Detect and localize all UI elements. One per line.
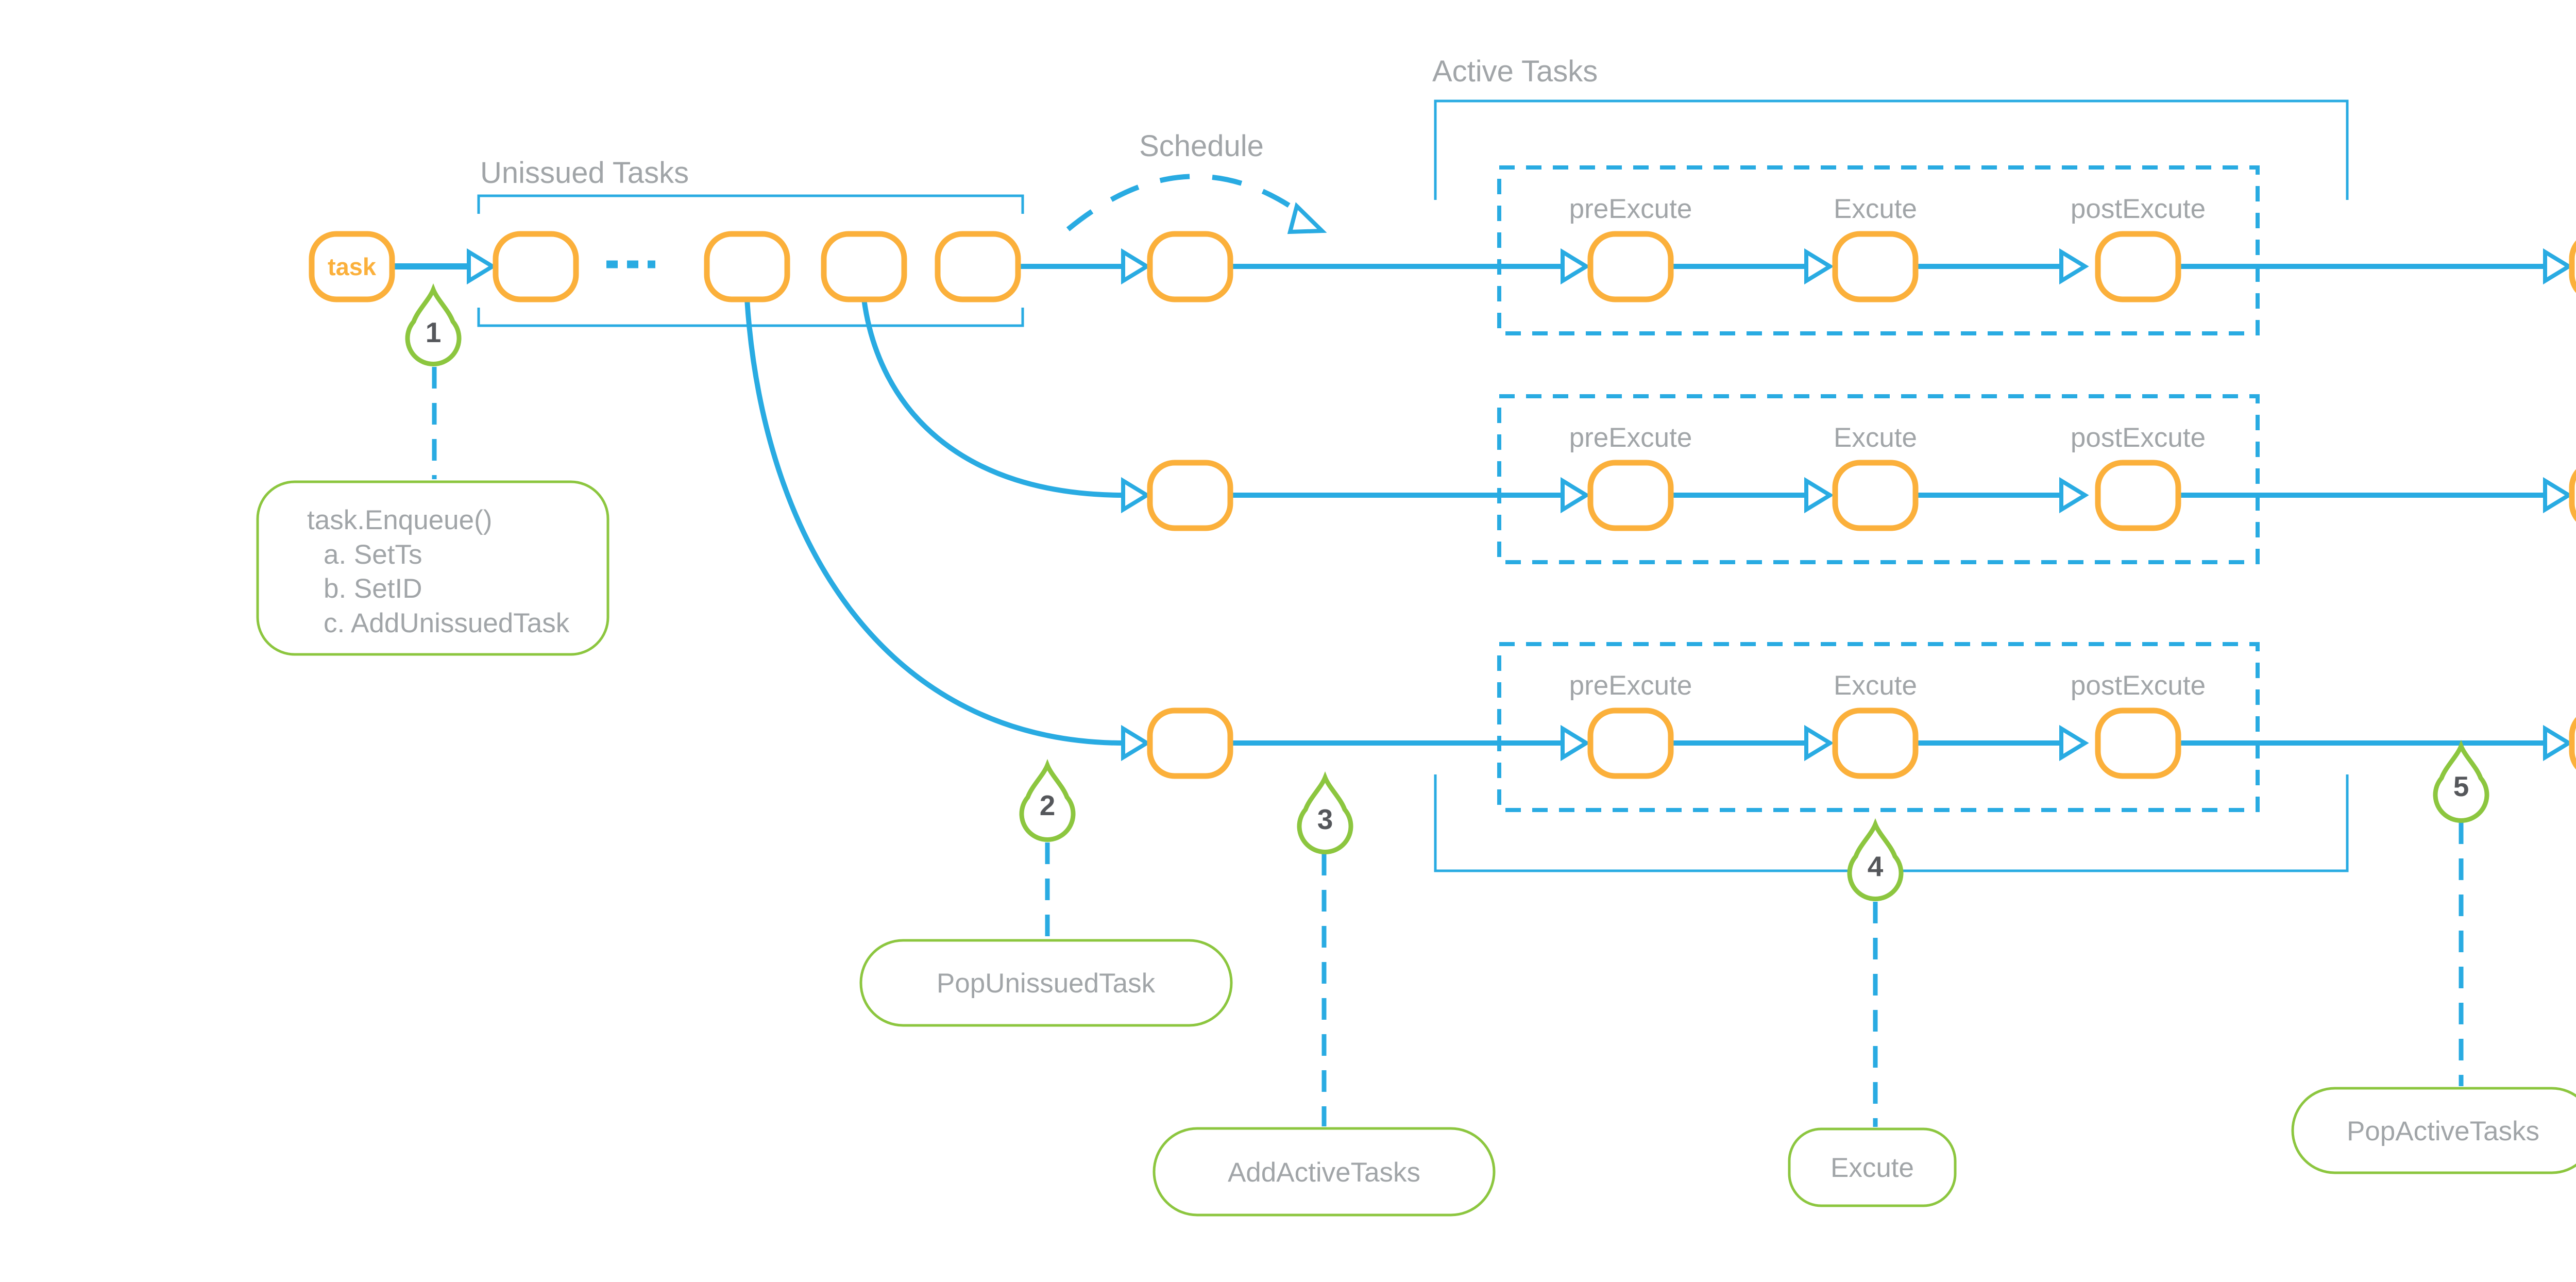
marker-1-pin-icon xyxy=(405,283,462,366)
pre-execute-label-row2: preExcute xyxy=(1569,423,1692,453)
schedule-arrowhead-icon xyxy=(1287,202,1327,234)
execute-node-row3 xyxy=(1832,707,1919,779)
arrowhead-icon xyxy=(1561,477,1590,514)
arrowhead-icon xyxy=(1804,477,1834,514)
marker-4-number: 4 xyxy=(1868,850,1884,882)
schedule-node-row3 xyxy=(1147,707,1233,779)
schedule-arc-arrow xyxy=(1066,174,1311,231)
pipeline-box-row2 xyxy=(1497,394,2260,564)
arrowhead-icon xyxy=(1121,248,1151,285)
note-pop-active-label: PopActiveTasks xyxy=(2347,1116,2539,1146)
arrowhead-icon xyxy=(1561,724,1590,762)
execute-label-row1: Excute xyxy=(1834,194,1917,224)
note-box-pop-active xyxy=(2291,1087,2576,1174)
task-node xyxy=(309,231,395,302)
arrowhead-icon xyxy=(1121,724,1151,762)
arrowhead-icon xyxy=(1561,248,1590,285)
marker-3-number: 3 xyxy=(1317,803,1333,835)
pipeline-box-row3 xyxy=(1497,642,2260,812)
active-tasks-label: Active Tasks xyxy=(1432,55,1598,88)
post-execute-node-row1 xyxy=(2095,231,2181,302)
pre-execute-node-row1 xyxy=(1587,231,1674,302)
note-enqueue-line1: task.Enqueue() xyxy=(307,505,492,535)
schedule-node-row2 xyxy=(1147,460,1233,531)
execute-node-row2 xyxy=(1832,460,1919,531)
pre-execute-label-row1: preExcute xyxy=(1569,194,1692,224)
pre-execute-label-row3: preExcute xyxy=(1569,670,1692,701)
arrowhead-icon xyxy=(1804,248,1834,285)
arrowhead-icon xyxy=(2059,724,2089,762)
note-box-add-active xyxy=(1153,1127,1496,1217)
execute-label-row3: Excute xyxy=(1834,670,1917,701)
marker-2-number: 2 xyxy=(1040,789,1056,821)
arrowhead-icon xyxy=(1804,724,1834,762)
unissued-node-4 xyxy=(935,231,1021,302)
flow-curve-to-row3 xyxy=(744,299,1125,746)
execute-node-row1 xyxy=(1832,231,1919,302)
note-enqueue-line2: a. SetTs xyxy=(324,539,422,570)
arrowhead-icon xyxy=(2543,248,2573,285)
flow-curve-to-row2 xyxy=(861,299,1125,498)
arrowhead-icon xyxy=(1121,477,1151,514)
unissued-node-2 xyxy=(704,231,790,302)
arrowhead-icon xyxy=(2543,724,2573,762)
active-bracket-top xyxy=(1434,99,2349,200)
note-enqueue-line3: b. SetID xyxy=(324,573,422,604)
schedule-node-row1 xyxy=(1147,231,1233,302)
note-enqueue-line4: c. AddUnissuedTask xyxy=(324,608,570,638)
pre-execute-node-row2 xyxy=(1587,460,1674,531)
post-execute-label-row1: postExcute xyxy=(2071,194,2206,224)
note-execute-label: Excute xyxy=(1831,1153,1914,1183)
arrowhead-icon xyxy=(2059,248,2089,285)
end-node-row1 xyxy=(2569,240,2576,293)
marker-2-pin-icon xyxy=(1019,758,1076,842)
schedule-label: Schedule xyxy=(1139,129,1264,163)
execute-label-row2: Excute xyxy=(1834,423,1917,453)
post-execute-label-row2: postExcute xyxy=(2071,423,2206,453)
note-pop-unissued-label: PopUnissuedTask xyxy=(937,968,1156,999)
marker-4-pin-icon xyxy=(1847,818,1904,901)
end-node-row2 xyxy=(2569,469,2576,522)
post-execute-node-row2 xyxy=(2095,460,2181,531)
marker-3-pin-icon xyxy=(1297,771,1353,854)
post-execute-node-row3 xyxy=(2095,707,2181,779)
post-execute-label-row3: postExcute xyxy=(2071,670,2206,701)
pre-execute-node-row3 xyxy=(1587,707,1674,779)
note-box-pop-unissued xyxy=(859,939,1233,1027)
pipeline-box-row1 xyxy=(1497,165,2260,335)
arrowhead-icon xyxy=(2543,477,2573,514)
unissued-tasks-label: Unissued Tasks xyxy=(480,156,689,190)
note-box-execute xyxy=(1788,1127,1957,1207)
marker-5-pin-icon xyxy=(2433,739,2489,823)
arrowhead-icon xyxy=(467,248,497,285)
end-node-row3 xyxy=(2569,717,2576,770)
unissued-bracket-top xyxy=(477,194,1024,214)
unissued-node-3 xyxy=(821,231,907,302)
marker-1-number: 1 xyxy=(426,316,442,348)
note-add-active-label: AddActiveTasks xyxy=(1228,1157,1420,1188)
arrowhead-icon xyxy=(2059,477,2089,514)
marker-5-number: 5 xyxy=(2453,770,2469,802)
note-box-enqueue xyxy=(256,480,609,656)
unissued-node-1 xyxy=(493,231,579,302)
task-node-label: task xyxy=(328,253,377,280)
